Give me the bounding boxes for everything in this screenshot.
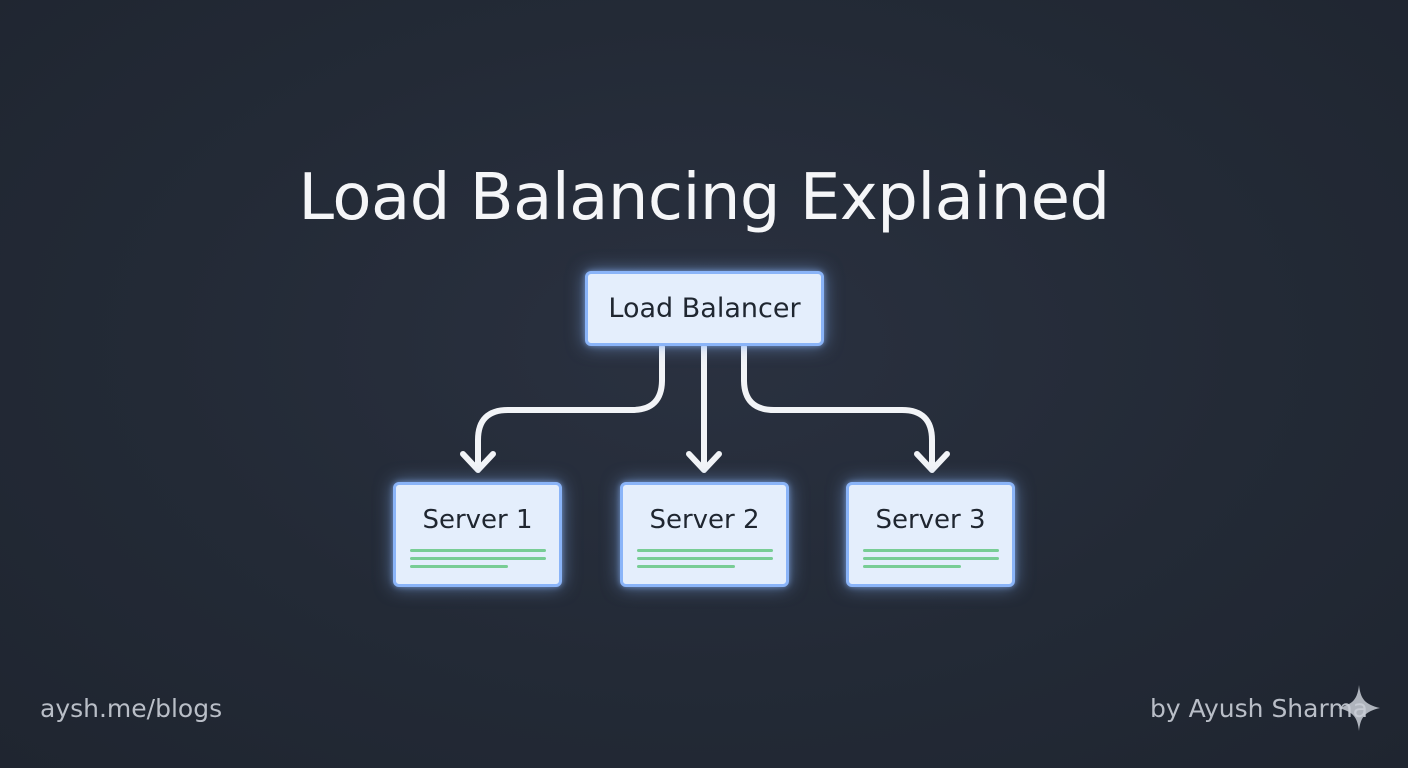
arrowhead-server-2 xyxy=(686,451,722,473)
arrow-to-server-1 xyxy=(475,344,665,469)
server-label: Server 3 xyxy=(875,505,986,535)
arrowhead-server-1 xyxy=(460,451,496,473)
load-line xyxy=(863,549,999,552)
load-line xyxy=(410,557,546,560)
server-node-3: Server 3 xyxy=(846,482,1015,587)
load-line xyxy=(637,565,735,568)
server-node-2: Server 2 xyxy=(620,482,789,587)
load-indicator xyxy=(637,549,773,573)
server-label: Server 1 xyxy=(422,505,533,535)
blog-url: aysh.me/blogs xyxy=(40,694,223,723)
load-line xyxy=(863,557,999,560)
load-line xyxy=(410,549,546,552)
arrowhead-server-3 xyxy=(914,451,950,473)
load-line xyxy=(410,565,508,568)
load-balancer-label: Load Balancer xyxy=(608,293,801,324)
server-label: Server 2 xyxy=(649,505,760,535)
load-balancer-node: Load Balancer xyxy=(585,271,824,346)
author-byline: by Ayush Sharma xyxy=(1149,694,1368,723)
load-indicator xyxy=(863,549,999,573)
load-indicator xyxy=(410,549,546,573)
load-line xyxy=(637,557,773,560)
arrow-to-server-3 xyxy=(741,344,935,469)
server-node-1: Server 1 xyxy=(393,482,562,587)
load-line xyxy=(637,549,773,552)
load-line xyxy=(863,565,961,568)
sparkle-icon xyxy=(1338,685,1380,731)
page-title: Load Balancing Explained xyxy=(298,160,1110,235)
